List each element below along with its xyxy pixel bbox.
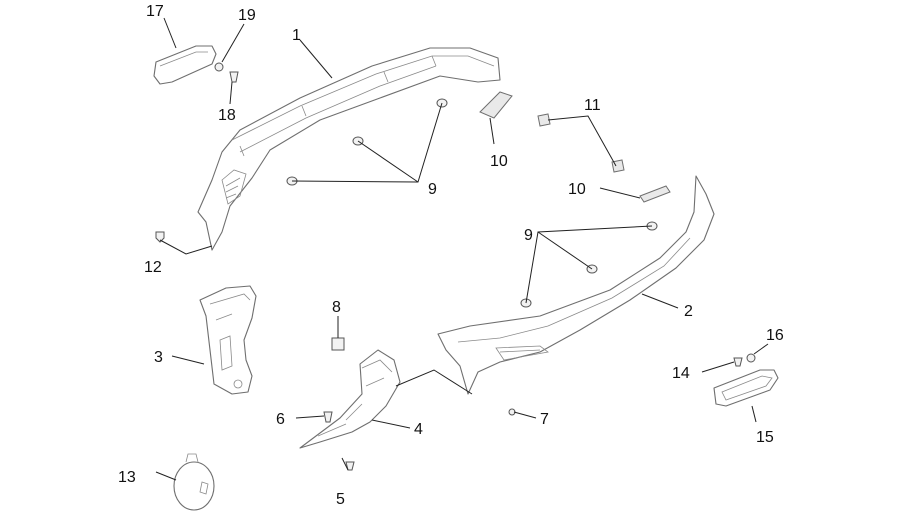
callout-2: 2 <box>684 303 693 320</box>
callout-17: 17 <box>146 3 164 20</box>
part-19-washer <box>214 62 224 72</box>
part-11-clip-nut-lower <box>611 159 625 173</box>
part-4-lower-bracket <box>299 349 401 449</box>
callout-9-upper: 9 <box>428 181 437 198</box>
callout-labels: 1 2 3 4 5 6 7 8 9 9 10 10 11 12 13 14 15… <box>118 3 784 508</box>
callout-3: 3 <box>154 349 163 366</box>
part-18-clip <box>229 71 239 83</box>
callout-15: 15 <box>756 429 774 446</box>
part-6-clip <box>323 411 333 423</box>
part-3-side-panel <box>199 285 257 395</box>
callout-16: 16 <box>766 327 784 344</box>
callout-19: 19 <box>238 7 256 24</box>
part-13-round-cap <box>173 453 215 511</box>
part-14-clip <box>733 357 743 367</box>
part-16-washer <box>746 353 756 363</box>
part-10-clip-upper <box>479 91 513 119</box>
callout-10-upper: 10 <box>490 153 508 170</box>
part-1-upper-rear-fairing <box>197 47 501 251</box>
callout-1: 1 <box>292 27 301 44</box>
part-15-right-reflector <box>713 369 779 407</box>
callout-10-lower: 10 <box>568 181 586 198</box>
callout-4: 4 <box>414 421 423 438</box>
part-8-clip <box>331 337 345 351</box>
part-12-screw <box>155 231 165 243</box>
callout-13: 13 <box>118 469 136 486</box>
callout-7: 7 <box>540 411 549 428</box>
callout-6: 6 <box>276 411 285 428</box>
part-5-screw <box>345 461 355 471</box>
callout-5: 5 <box>336 491 345 508</box>
callout-14: 14 <box>672 365 690 382</box>
part-17-left-reflector <box>153 45 217 85</box>
part-9-grommets <box>286 98 658 308</box>
leader-lines <box>155 17 769 481</box>
part-10-clip-lower <box>639 185 671 203</box>
part-2-lower-rear-fairing <box>437 175 715 395</box>
callout-11: 11 <box>584 97 601 114</box>
part-11-clip-nut-upper <box>537 113 551 127</box>
callout-18: 18 <box>218 107 236 124</box>
callout-9-lower: 9 <box>524 227 533 244</box>
callout-12: 12 <box>144 259 162 276</box>
callout-8: 8 <box>332 299 341 316</box>
